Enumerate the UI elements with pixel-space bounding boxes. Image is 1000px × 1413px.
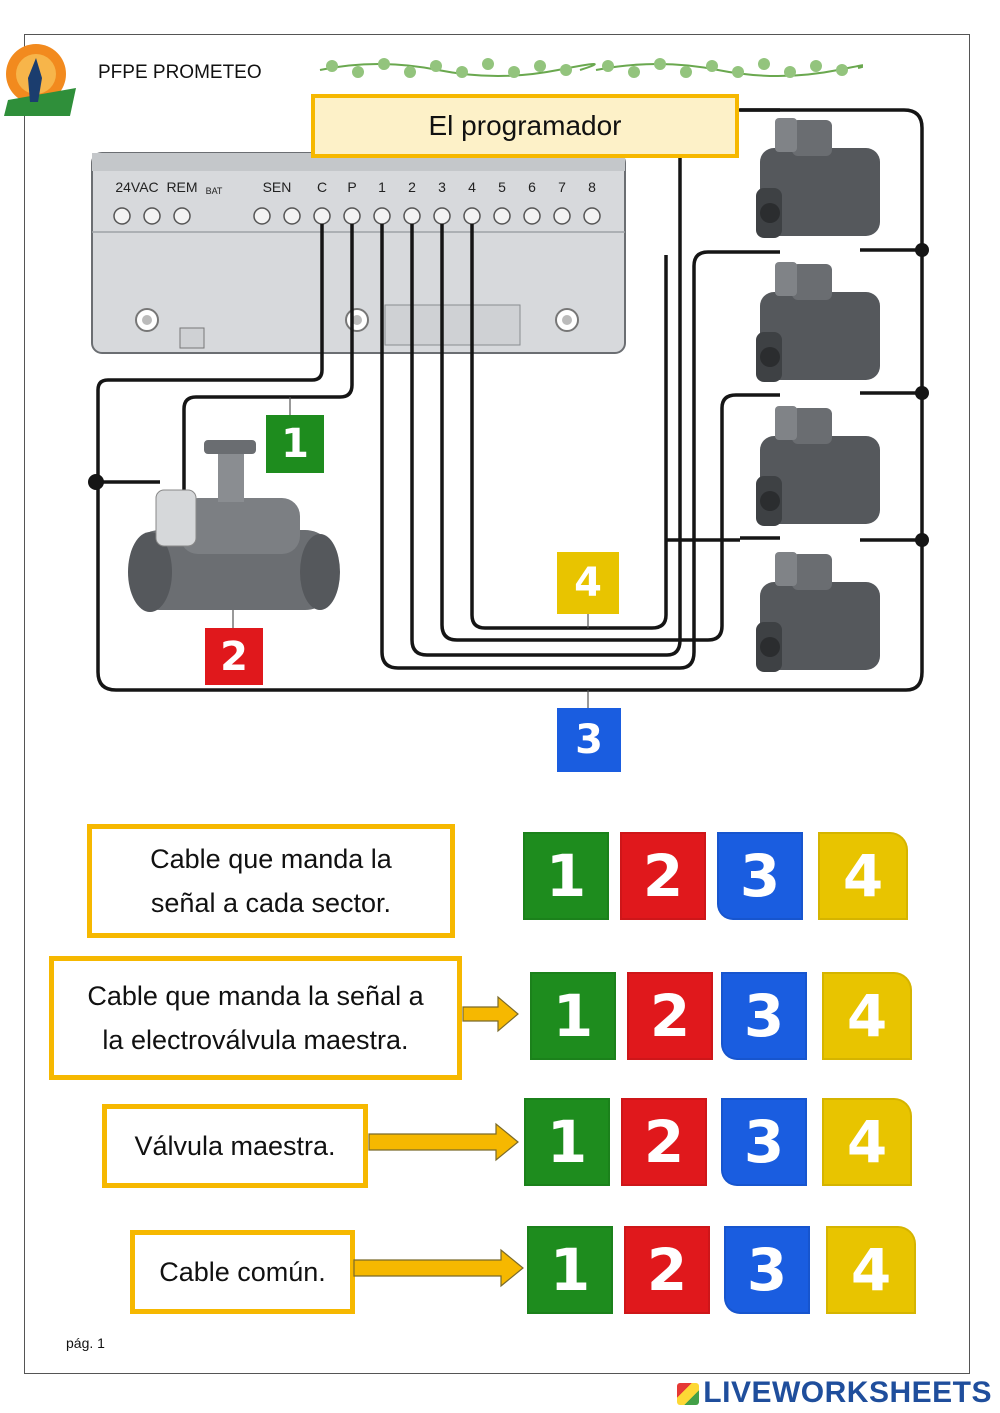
terminal-label-7: 7 (558, 179, 566, 195)
terminal-label-rem: REM (166, 179, 197, 195)
q4-option-1[interactable]: 1 (527, 1226, 613, 1314)
diagram-label-2: 2 (205, 628, 263, 685)
q1-option-2[interactable]: 2 (620, 832, 706, 920)
q2-option-4[interactable]: 4 (822, 972, 912, 1060)
q1-option-3[interactable]: 3 (717, 832, 803, 920)
q3-option-2[interactable]: 2 (621, 1098, 707, 1186)
prometeo-logo (4, 44, 76, 116)
arrow-icon (353, 1248, 524, 1288)
question-4-text: Cable común. (130, 1230, 355, 1314)
question-1-text: Cable que manda la señal a cada sector. (87, 824, 455, 938)
zone-valve-2 (756, 262, 880, 382)
question-2-text: Cable que manda la señal a la electrovál… (49, 956, 462, 1080)
liveworksheets-brand: LIVEWORKSHEETS (677, 1376, 992, 1410)
diagram-label-1: 1 (266, 415, 324, 473)
terminal-label-2: 2 (408, 179, 416, 195)
master-valve (128, 440, 340, 612)
brand-text: LIVEWORKSHEETS (703, 1376, 992, 1409)
q1-option-1[interactable]: 1 (523, 832, 609, 920)
q3-option-4[interactable]: 4 (822, 1098, 912, 1186)
page-title: El programador (311, 94, 739, 158)
station-wire-1 (380, 224, 780, 670)
zone-valve-4 (756, 552, 880, 672)
brand-badge-icon (677, 1383, 700, 1406)
terminal-label-p: P (347, 179, 356, 195)
q3-option-3[interactable]: 3 (721, 1098, 807, 1186)
diagram-label-4: 4 (557, 552, 619, 614)
q2-option-1[interactable]: 1 (530, 972, 616, 1060)
header-org: PFPE PROMETEO (98, 62, 262, 83)
q4-option-4[interactable]: 4 (826, 1226, 916, 1314)
arrow-icon (462, 995, 519, 1033)
terminal-label-bat: BAT (206, 186, 223, 196)
common-wire (96, 108, 924, 692)
terminal-label-1: 1 (378, 179, 386, 195)
question-3-text: Válvula maestra. (102, 1104, 368, 1188)
terminal-label-3: 3 (438, 179, 446, 195)
terminal-label-sen: SEN (263, 179, 292, 195)
terminal-label-5: 5 (498, 179, 506, 195)
vine-decoration (319, 58, 863, 78)
q3-option-1[interactable]: 1 (524, 1098, 610, 1186)
terminal-label-6: 6 (528, 179, 536, 195)
terminal-label-c: C (317, 179, 327, 195)
q4-option-2[interactable]: 2 (624, 1226, 710, 1314)
master-valve-wire (182, 224, 354, 490)
arrow-icon (368, 1122, 519, 1162)
diagram-label-3: 3 (557, 708, 621, 772)
q2-option-3[interactable]: 3 (721, 972, 807, 1060)
terminal-label-4: 4 (468, 179, 476, 195)
q4-option-3[interactable]: 3 (724, 1226, 810, 1314)
page-number: pág. 1 (66, 1335, 105, 1351)
zone-valve-3 (756, 406, 880, 526)
wiring-diagram: 24VAC REM BAT SEN C P 1 2 3 4 5 6 7 8 (88, 108, 929, 708)
terminal-label-24vac: 24VAC (115, 179, 158, 195)
worksheet-frame (24, 34, 970, 1374)
terminal-label-8: 8 (588, 179, 596, 195)
zone-valve-1 (756, 118, 880, 238)
q2-option-2[interactable]: 2 (627, 972, 713, 1060)
q1-option-4[interactable]: 4 (818, 832, 908, 920)
